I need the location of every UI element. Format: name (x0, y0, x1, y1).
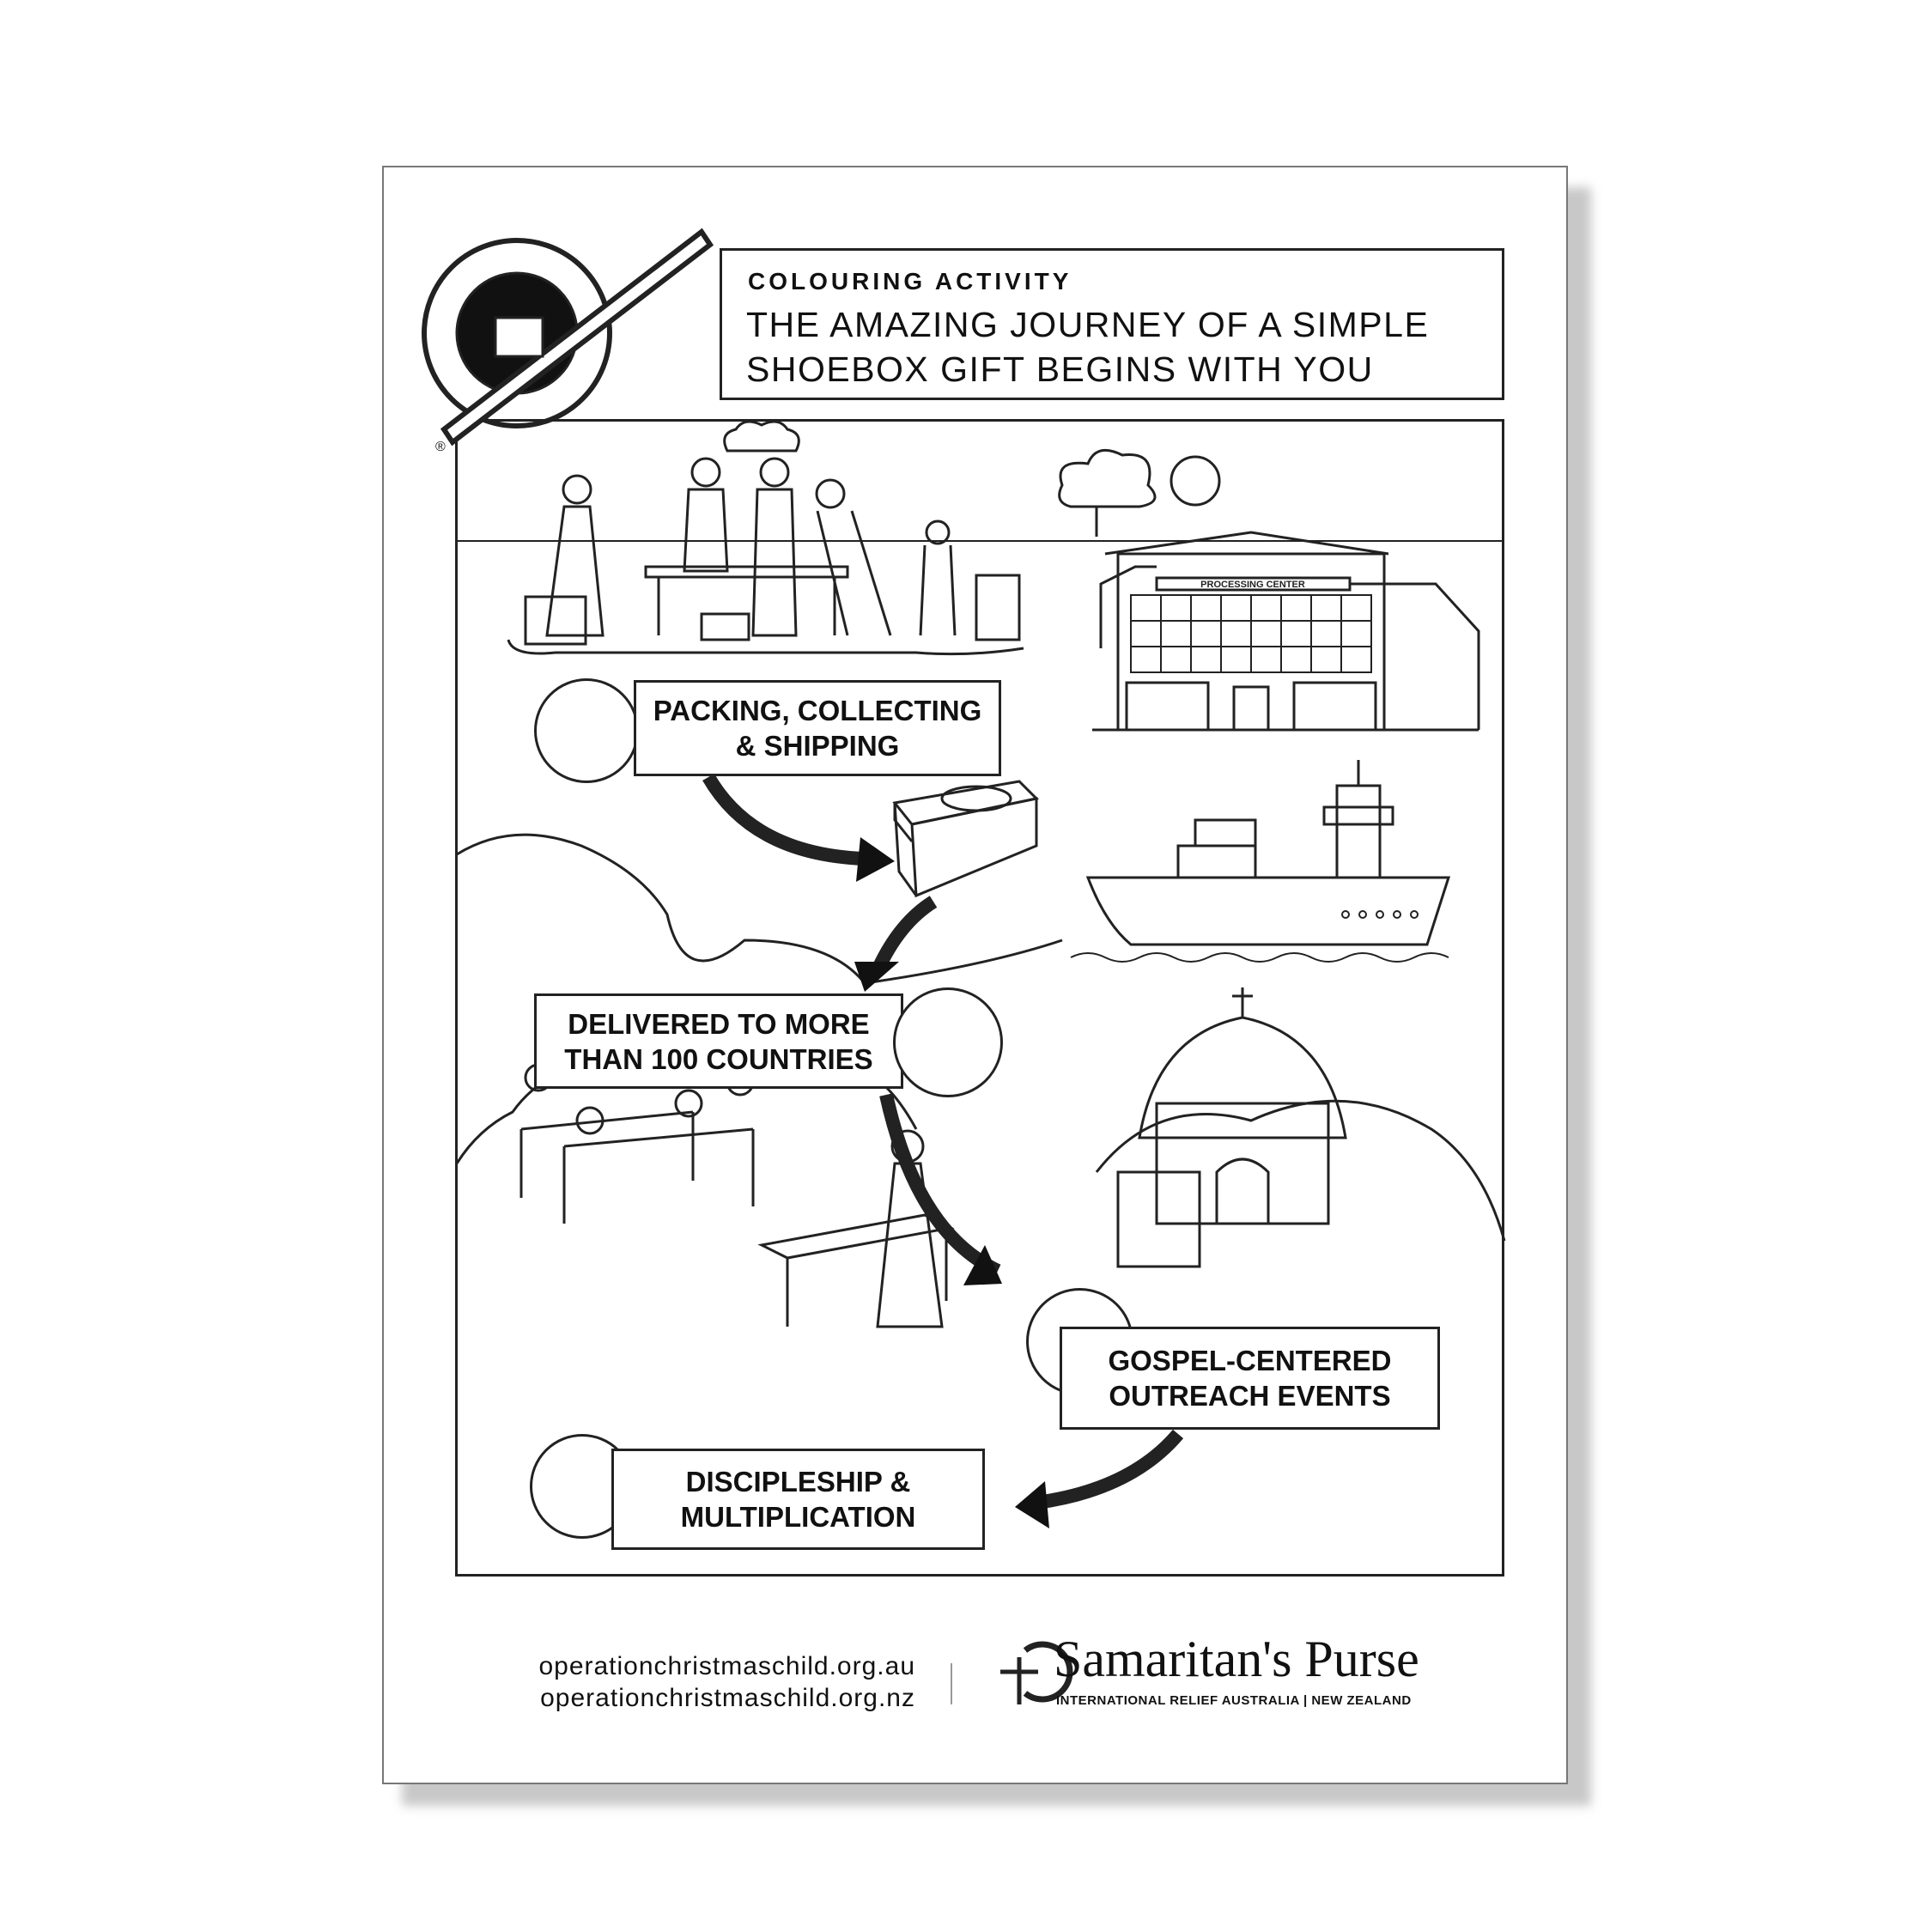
step-1-line-1: PACKING, COLLECTING (653, 695, 982, 726)
cloud-outline (1095, 1099, 1506, 1242)
step-4-line-1: DISCIPLESHIP & (685, 1466, 911, 1498)
illustration-frame (455, 419, 1504, 1577)
step-label-discipleship: DISCIPLESHIP &MULTIPLICATION (611, 1449, 985, 1550)
cloud-outline (456, 833, 1063, 985)
step-3-line-2: OUTREACH EVENTS (1109, 1380, 1391, 1412)
step-label-packing: PACKING, COLLECTING & SHIPPING (634, 680, 1001, 776)
activity-kicker: COLOURING ACTIVITY (748, 268, 1072, 295)
registered-mark: ® (435, 440, 446, 454)
packing-scene (507, 420, 1024, 656)
arrowhead-icon (856, 837, 895, 882)
footer-divider (951, 1663, 952, 1704)
samaritans-purse-emblem-icon (1000, 1641, 1073, 1704)
url-new-zealand[interactable]: operationchristmaschild.org.nz (540, 1684, 915, 1712)
journey-illustration: PROCESSING CENTER (422, 228, 1506, 1704)
step-label-outreach: GOSPEL-CENTERED OUTREACH EVENTS (1060, 1327, 1440, 1430)
step-1-line-2: & SHIPPING (735, 730, 900, 762)
arrow-packing-to-shoebox (702, 773, 866, 866)
operation-christmas-child-logo: ® (422, 228, 714, 454)
url-australia[interactable]: operationchristmaschild.org.au (538, 1652, 915, 1680)
arrow-outreach-to-discipleship (1035, 1429, 1184, 1510)
brand-name: Samaritan's Purse (1054, 1631, 1419, 1687)
step-portrait-delivery-man (893, 987, 1003, 1097)
step-2-line-1: DELIVERED TO MORE (568, 1007, 870, 1040)
processing-center-label: PROCESSING CENTER (1200, 580, 1305, 590)
church-illustration (1116, 987, 1347, 1268)
arrow-shoebox-to-delivered (871, 896, 938, 974)
ship-illustration (1070, 760, 1451, 963)
brand-subtitle: INTERNATIONAL RELIEF AUSTRALIA | NEW ZEA… (1056, 1693, 1412, 1708)
step-4-line-2: MULTIPLICATION (680, 1501, 916, 1533)
shoebox-illustration (892, 780, 1040, 898)
classroom-illustration (519, 1046, 955, 1328)
arrowhead-icon (1015, 1481, 1049, 1528)
title-line-2: SHOEBOX GIFT BEGINS WITH YOU (746, 349, 1374, 389)
step-3-line-1: GOSPEL-CENTERED (1108, 1345, 1392, 1376)
title-line-1: THE AMAZING JOURNEY OF A SIMPLE (746, 305, 1430, 344)
arrowhead-icon (854, 962, 899, 992)
footer-urls: operationchristmaschild.org.au operation… (538, 1650, 915, 1714)
header-box: COLOURING ACTIVITY THE AMAZING JOURNEY O… (720, 248, 1504, 400)
processing-center: PROCESSING CENTER (1058, 448, 1480, 732)
step-portrait-packer (534, 678, 639, 783)
arrowhead-icon (963, 1245, 1002, 1285)
arrow-delivered-to-outreach (879, 1093, 1001, 1278)
page-title: THE AMAZING JOURNEY OF A SIMPLE SHOEBOX … (746, 302, 1429, 392)
coloring-page: COLOURING ACTIVITY THE AMAZING JOURNEY O… (382, 166, 1568, 1784)
step-2-line-2: THAN 100 COUNTRIES (564, 1042, 873, 1075)
